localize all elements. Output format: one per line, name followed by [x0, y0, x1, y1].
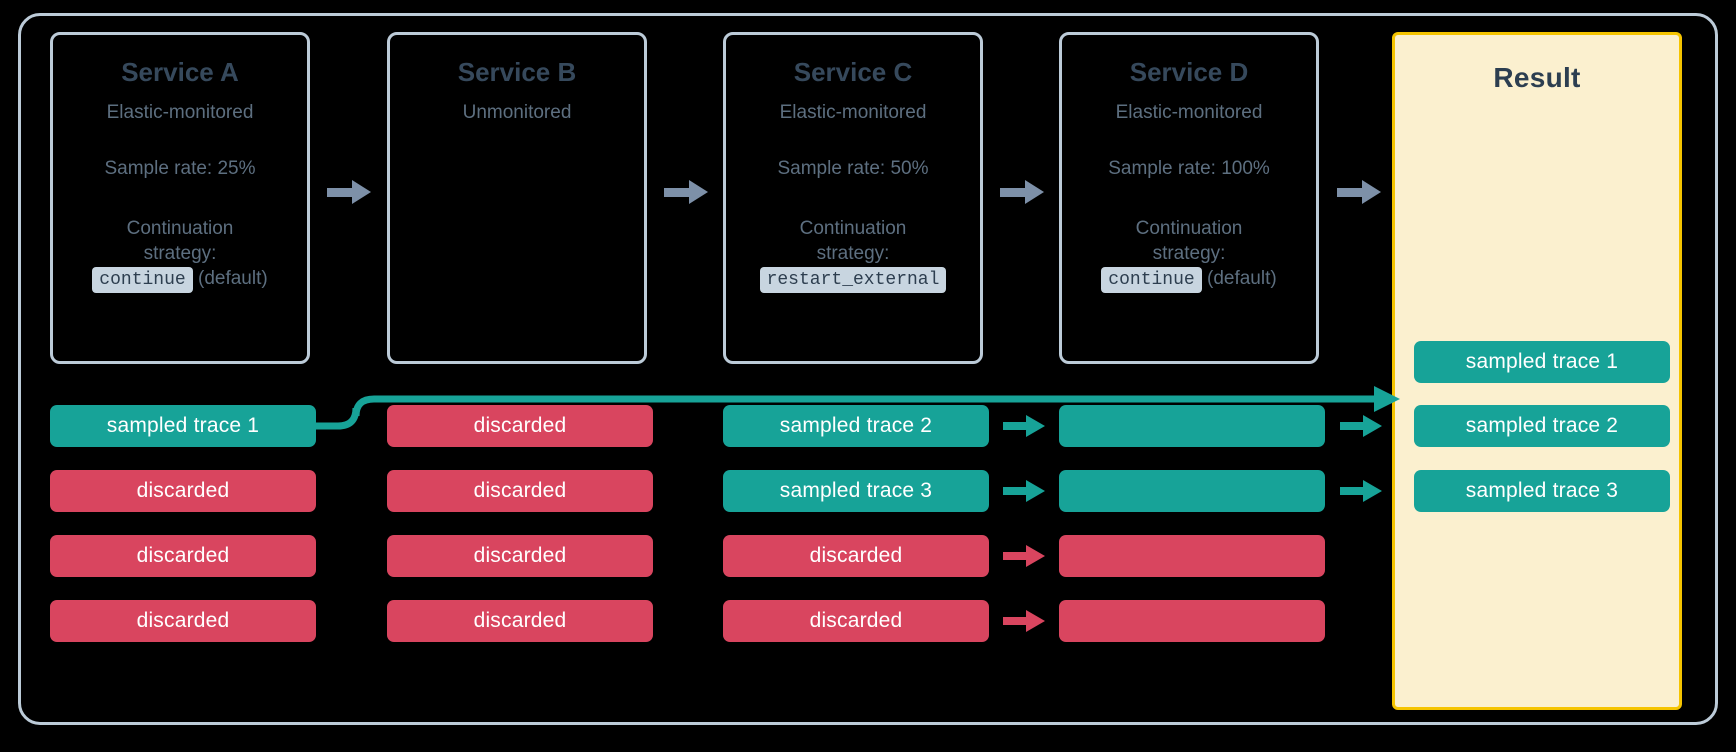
service-c-monitoring: Elastic-monitored [779, 102, 927, 123]
curve-arrowhead-icon [1374, 386, 1400, 412]
trace-arrow-c-to-d-3-icon [1003, 545, 1045, 567]
service-d-title: Service D [1129, 57, 1249, 87]
service-a-monitoring: Elastic-monitored [106, 102, 254, 123]
service-card-d: Service D Elastic-monitored Sample rate:… [1059, 32, 1319, 364]
service-a-continuation-label-2: strategy: [143, 243, 217, 265]
list-item[interactable] [1059, 535, 1325, 577]
service-card-a: Service A Elastic-monitored Sample rate:… [50, 32, 310, 364]
list-item[interactable]: sampled trace 3 [1414, 470, 1670, 512]
list-item[interactable]: discarded [387, 405, 653, 447]
list-item[interactable]: sampled trace 2 [723, 405, 989, 447]
service-c-continuation-label-1: Continuation [799, 218, 907, 239]
trace-arrow-c-to-d-2-icon [1003, 480, 1045, 502]
list-item[interactable]: discarded [723, 535, 989, 577]
service-d-strategy-code: continue [1101, 267, 1202, 294]
list-item[interactable]: sampled trace 1 [50, 405, 316, 447]
curve-sampled-trace-1-to-result [312, 395, 1394, 430]
service-d-strategy-note: (default) [1207, 268, 1277, 290]
service-a-title: Service A [121, 57, 239, 87]
service-a-strategy-note: (default) [198, 268, 268, 290]
service-a-continuation-label-1: Continuation [126, 218, 234, 239]
service-d-continuation-label-1: Continuation [1135, 218, 1243, 239]
list-item[interactable]: discarded [387, 470, 653, 512]
list-item[interactable]: discarded [387, 535, 653, 577]
flow-arrow-d-to-result-icon [1337, 180, 1381, 204]
flow-arrow-c-to-d-icon [1000, 180, 1044, 204]
trace-arrow-c-to-d-4-icon [1003, 610, 1045, 632]
service-c-continuation-label-2: strategy: [816, 243, 890, 265]
list-item[interactable]: sampled trace 3 [723, 470, 989, 512]
result-panel-title: Result [1493, 62, 1581, 93]
flow-arrow-a-to-b-icon [327, 180, 371, 204]
flow-arrow-b-to-c-icon [664, 180, 708, 204]
service-c-title: Service C [793, 57, 913, 87]
list-item[interactable] [1059, 405, 1325, 447]
list-item[interactable]: sampled trace 1 [1414, 341, 1670, 383]
service-card-b: Service B Unmonitored [387, 32, 647, 364]
trace-arrow-c-to-d-1-icon [1003, 415, 1045, 437]
service-c-strategy-code: restart_external [759, 267, 947, 294]
service-d-monitoring: Elastic-monitored [1115, 102, 1263, 123]
list-item[interactable]: discarded [50, 470, 316, 512]
list-item[interactable]: discarded [723, 600, 989, 642]
list-item[interactable]: discarded [50, 600, 316, 642]
list-item[interactable]: discarded [50, 535, 316, 577]
trace-arrow-d-to-result-2-icon [1340, 480, 1382, 502]
service-card-c: Service C Elastic-monitored Sample rate:… [723, 32, 983, 364]
list-item[interactable]: discarded [387, 600, 653, 642]
service-b-title: Service B [457, 57, 577, 87]
service-a-strategy-code: continue [92, 267, 193, 294]
service-a-sample-rate: Sample rate: 25% [104, 158, 256, 179]
list-item[interactable]: sampled trace 2 [1414, 405, 1670, 447]
service-d-sample-rate: Sample rate: 100% [1108, 158, 1270, 179]
service-b-monitoring: Unmonitored [462, 102, 572, 123]
service-d-continuation-label-2: strategy: [1152, 243, 1226, 265]
list-item[interactable] [1059, 600, 1325, 642]
service-c-sample-rate: Sample rate: 50% [777, 158, 929, 179]
trace-arrow-d-to-result-1-icon [1340, 415, 1382, 437]
list-item[interactable] [1059, 470, 1325, 512]
